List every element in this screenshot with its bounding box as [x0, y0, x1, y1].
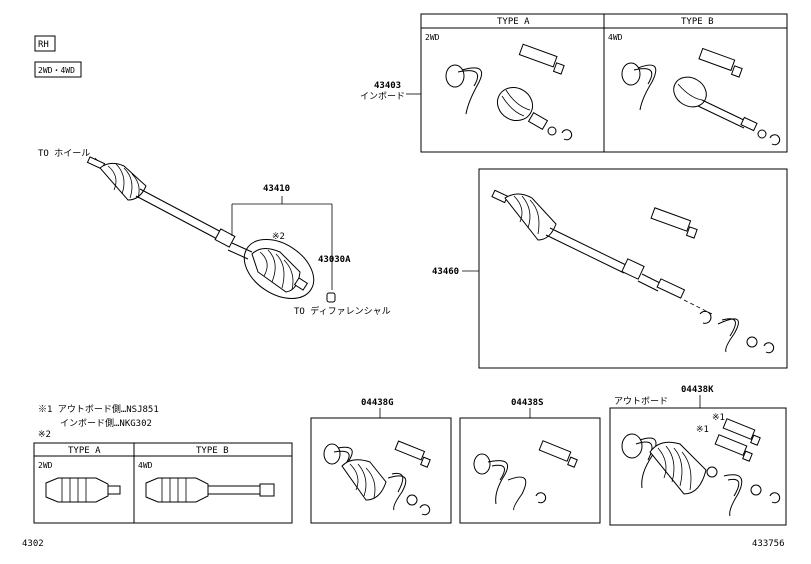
footer-right: 433756: [752, 539, 785, 549]
kit-04438g: 04438G: [310, 398, 452, 524]
inset-top-sub-a: 2WD: [425, 33, 440, 42]
drive-tag-box: [34, 61, 82, 78]
to-wheel-label: TO ホイール: [38, 148, 90, 159]
inset-top-sub-b: 4WD: [608, 33, 623, 42]
rh-tag-box: [34, 35, 56, 52]
rh-tag: RH: [38, 40, 49, 50]
note1-line1: ※1 アウトボード側…NSJ851: [38, 403, 159, 415]
inset-bottom-sub-b: 4WD: [138, 461, 153, 470]
footer-left: 4302: [22, 539, 44, 549]
note1-line2: インボード側…NKG302: [60, 417, 152, 429]
inset-bottom: TYPE A TYPE B 2WD 4WD: [33, 442, 293, 524]
inset-top-type-b: TYPE B: [681, 17, 714, 27]
part-04438s: 04438S: [511, 398, 544, 408]
part-43460: 43460: [432, 267, 459, 277]
inset-bottom-sub-a: 2WD: [38, 461, 53, 470]
part-43410: 43410: [263, 184, 290, 194]
note1-mark-b: ※1: [696, 425, 709, 435]
inset-top-type-a: TYPE A: [497, 17, 530, 27]
kit-04438k: 04438K アウトボード ※1 ※1: [609, 385, 787, 526]
note1-mark-a: ※1: [712, 413, 725, 423]
notes: ※1 アウトボード側…NSJ851 インボード側…NKG302 ※2: [38, 403, 159, 440]
part-43403: 43403: [374, 81, 401, 91]
note2-mark-diagram: ※2: [272, 232, 285, 242]
inboard-joint-circle: [243, 239, 315, 299]
inset-bottom-type-a: TYPE A: [68, 446, 101, 456]
part-04438g: 04438G: [361, 398, 394, 408]
part-04438k: 04438K: [681, 385, 714, 395]
kit-04438s: 04438S: [459, 398, 601, 524]
drive-tag: 2WD・4WD: [38, 66, 75, 75]
inboard-label: インボード: [360, 91, 405, 102]
part-43030a: 43030A: [318, 255, 351, 265]
to-diff-label: TO ディファレンシャル: [294, 305, 391, 317]
inset-bottom-type-b: TYPE B: [196, 446, 229, 456]
note2-mark: ※2: [38, 430, 51, 440]
main-drive-shaft: TO ホイール TO ディファレンシャル: [38, 148, 391, 317]
inset-43403: 43403 インボード TYPE A TYPE B 2WD 4WD: [360, 13, 788, 153]
bracket-43410: 43410 ※2 43030A: [231, 184, 351, 290]
inset-43460: 43460: [432, 168, 788, 369]
outboard-label: アウトボード: [614, 396, 668, 407]
